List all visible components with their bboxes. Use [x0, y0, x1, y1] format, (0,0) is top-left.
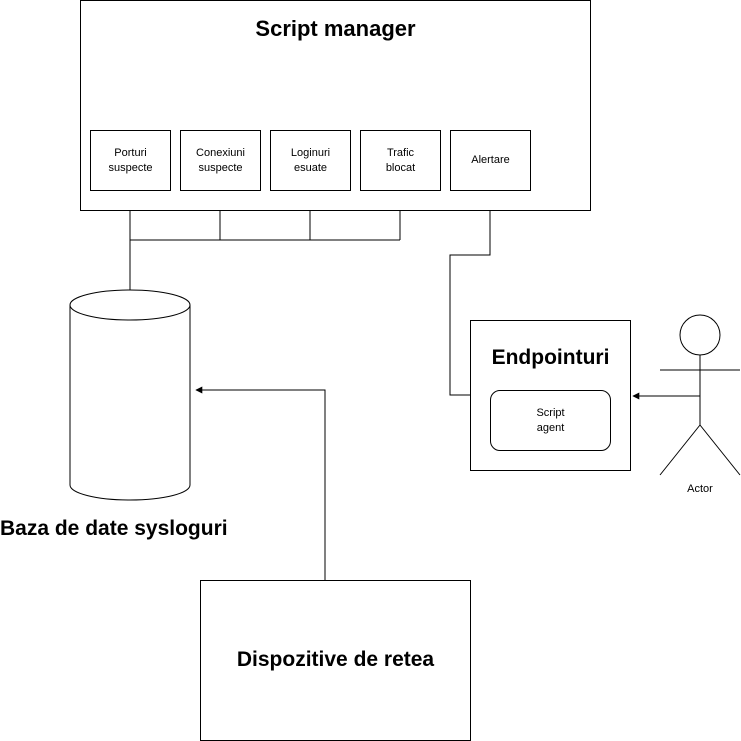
- endpoints-title: Endpointuri: [491, 346, 610, 369]
- database-label: Baza de date sysloguri: [0, 517, 228, 540]
- actor-figure: [659, 314, 741, 476]
- database-cylinder: [69, 289, 191, 501]
- endpoints-to-alertare-connector: [449, 192, 494, 396]
- module-alertare: Alertare: [450, 130, 531, 191]
- script-manager-title: Script manager: [255, 16, 416, 41]
- module-conexiuni-suspecte: Conexiuni suspecte: [180, 130, 261, 191]
- network-devices-label: Dispozitive de retea: [236, 648, 435, 671]
- script-agent-box: Script agent: [490, 390, 611, 451]
- module-loginuri-esuate: Loginuri esuate: [270, 130, 351, 191]
- devices-to-database-connector: [195, 386, 326, 580]
- actor-label: Actor: [687, 483, 713, 495]
- db-to-modules-connectors: [126, 192, 404, 290]
- module-trafic-blocat: Trafic blocat: [360, 130, 441, 191]
- network-devices-box: [200, 580, 471, 741]
- module-porturi-suspecte: Porturi suspecte: [90, 130, 171, 191]
